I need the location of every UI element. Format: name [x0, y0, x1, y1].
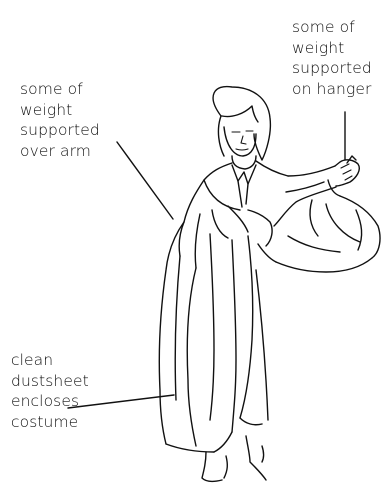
raised-arm	[286, 156, 359, 196]
label-line: on hanger	[292, 79, 372, 100]
label-weight-on-hanger: some of weight supported on hanger	[292, 17, 372, 99]
leader-line-arm	[117, 142, 173, 219]
label-line: over arm	[20, 141, 100, 162]
label-line: some of	[292, 17, 372, 38]
dustsheet-drape	[159, 206, 272, 452]
label-line: weight	[292, 38, 372, 59]
label-line: weight	[20, 100, 100, 121]
label-line: supported	[20, 120, 100, 141]
label-line: dustsheet	[11, 371, 89, 392]
label-weight-over-arm: some of weight supported over arm	[20, 79, 100, 161]
label-line: supported	[292, 58, 372, 79]
label-line: some of	[20, 79, 100, 100]
woman-torso	[184, 161, 288, 222]
woman-head	[213, 87, 270, 169]
label-line: clean	[11, 350, 89, 371]
label-line: encloses	[11, 391, 89, 412]
label-dustsheet: clean dustsheet encloses costume	[11, 350, 89, 432]
label-line: costume	[11, 412, 89, 433]
hanging-costume-bundle	[258, 187, 380, 272]
